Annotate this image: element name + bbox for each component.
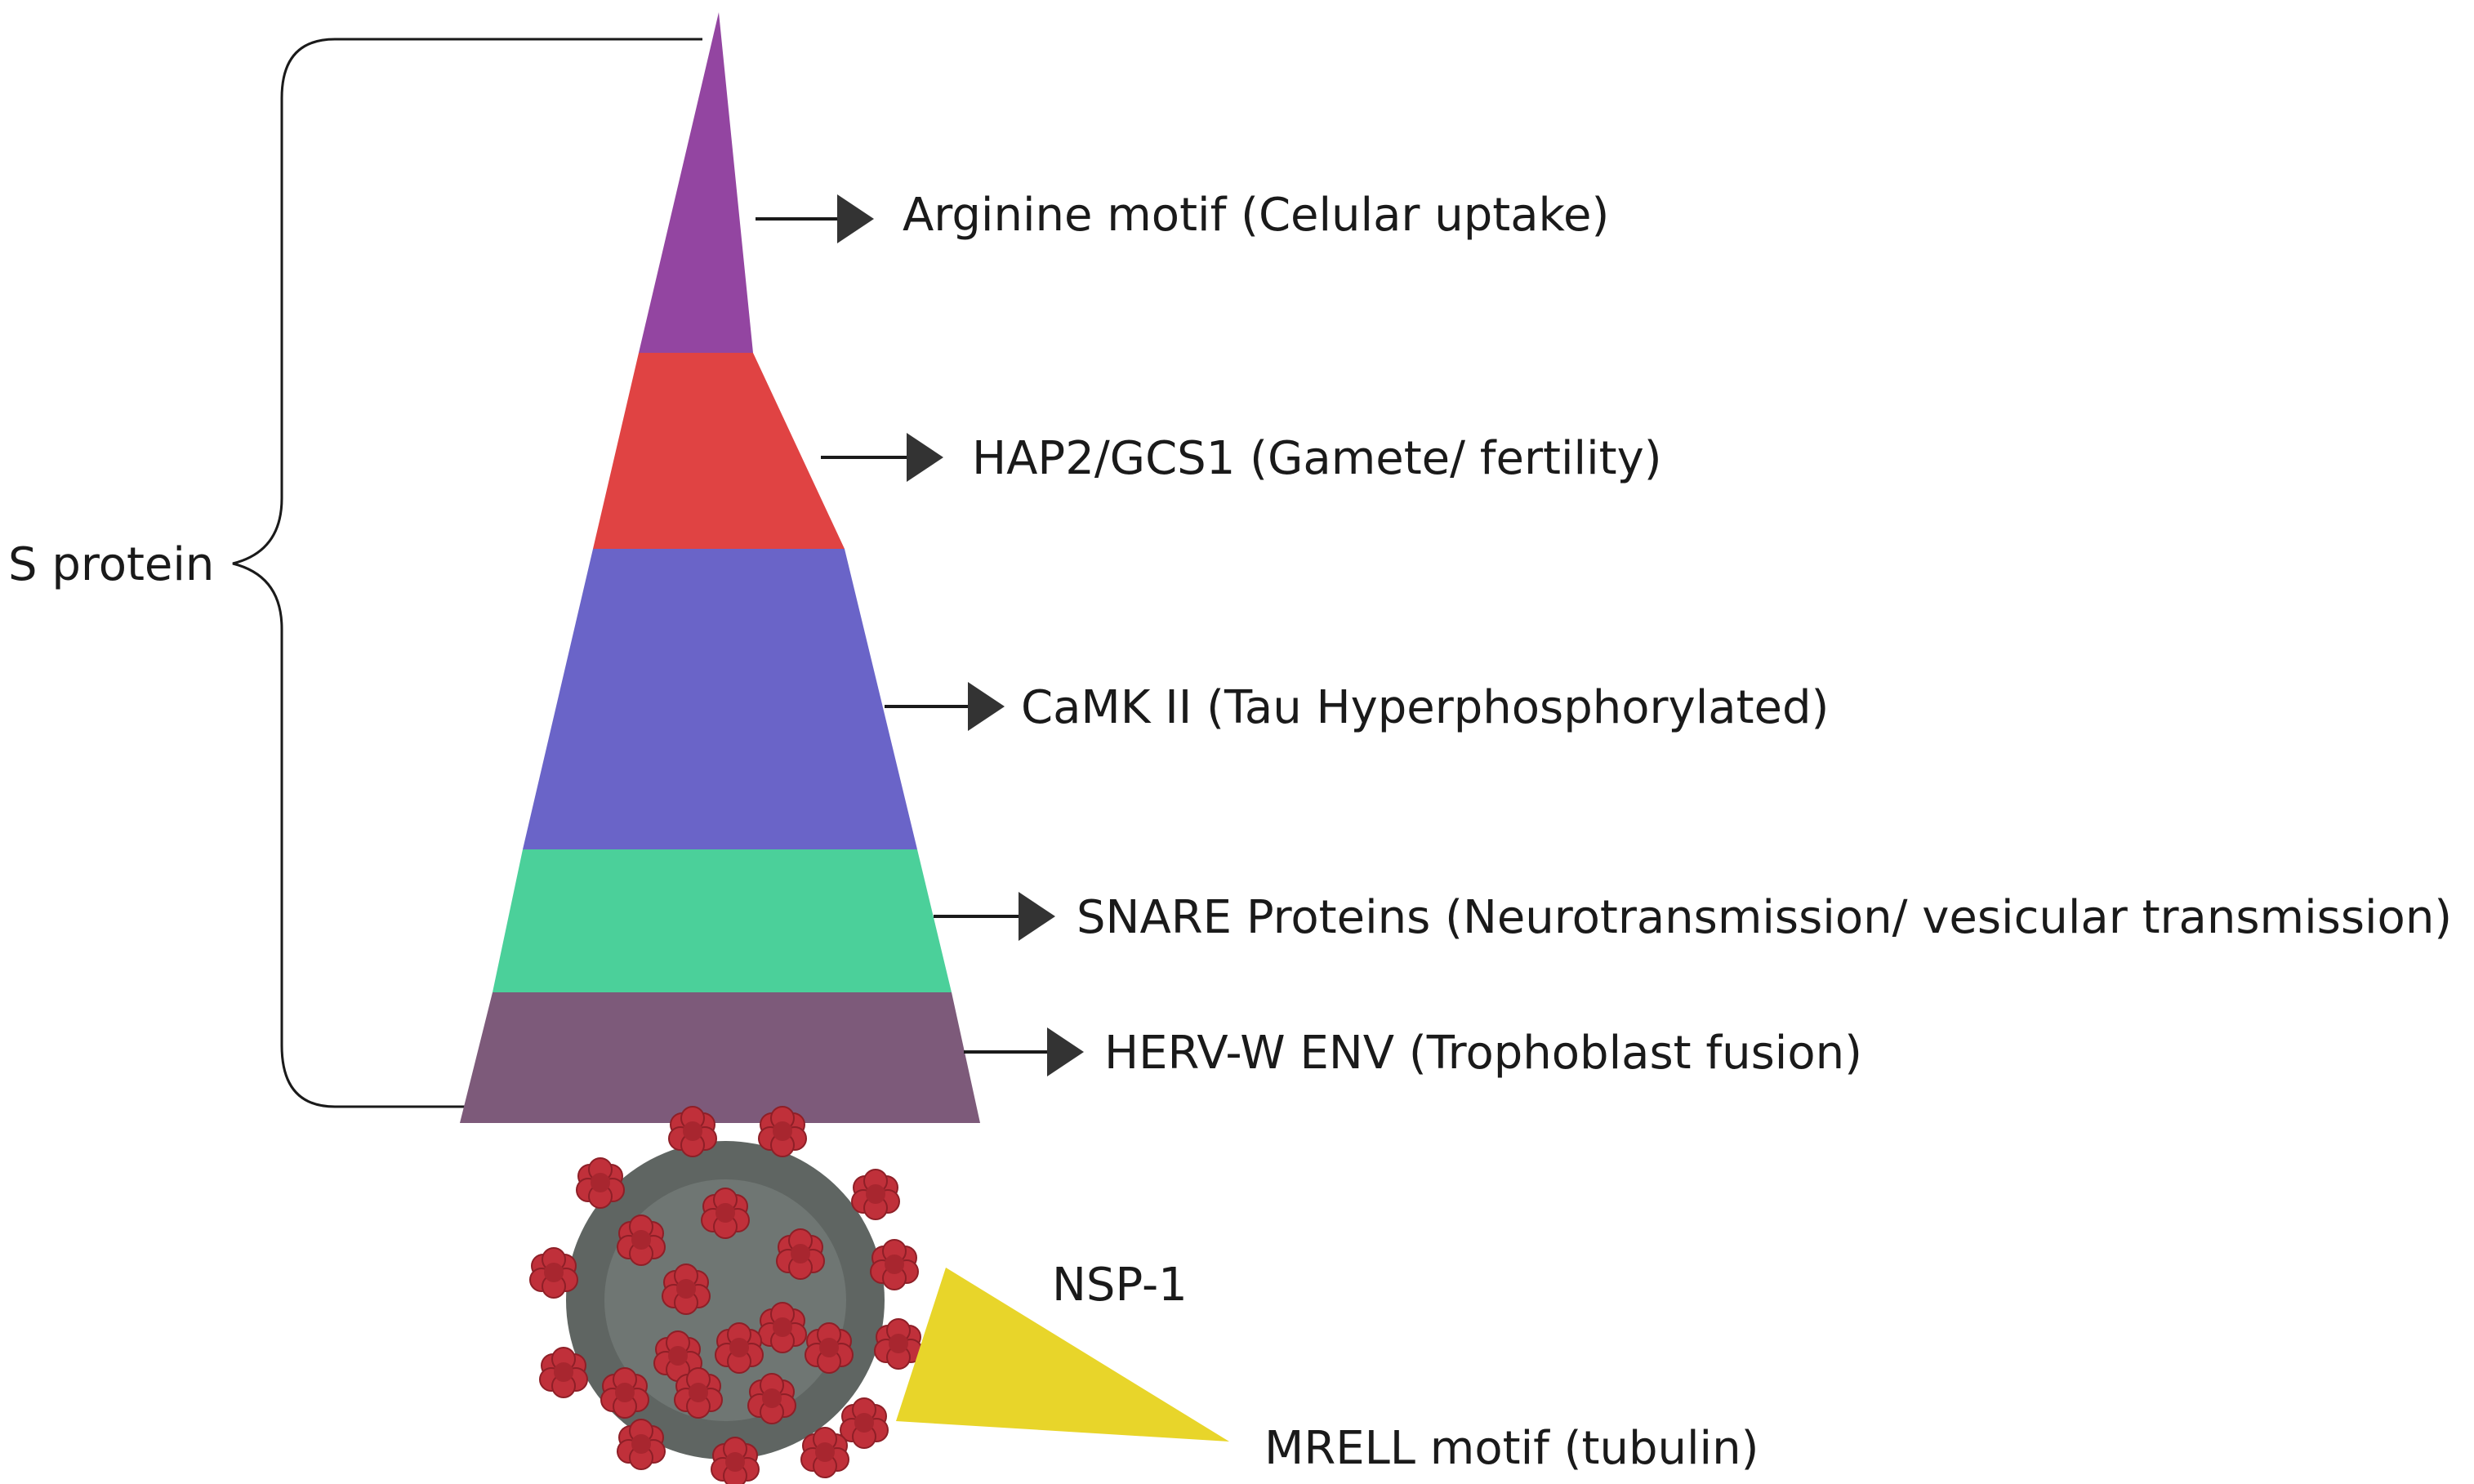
s-protein-cone (460, 12, 980, 1123)
arrow-head-snare (1019, 892, 1055, 941)
herv-w-env-segment (460, 992, 980, 1123)
label-herv-w-env: HERV-W ENV (Trophoblast fusion) (1104, 1027, 1862, 1080)
spike-protein (758, 1302, 807, 1353)
spike-protein (662, 1263, 711, 1315)
label-nsp1: NSP-1 (1052, 1259, 1188, 1312)
spike-protein (701, 1188, 750, 1239)
nsp1-wedge (896, 1268, 1229, 1442)
spike-protein (747, 1373, 796, 1424)
spike-protein (874, 1318, 923, 1370)
virus-spikes (529, 1106, 923, 1484)
spike-protein (776, 1228, 825, 1280)
arrow-head-herv (1047, 1027, 1084, 1076)
spike-protein (840, 1397, 889, 1449)
spike-protein (668, 1106, 717, 1157)
arginine-motif-segment (639, 12, 753, 353)
spike-protein (851, 1169, 900, 1220)
label-hap2-gcs1: HAP2/GCS1 (Gamete/ fertility) (972, 432, 1662, 485)
s-protein-brace (232, 38, 702, 1108)
spike-protein (617, 1419, 666, 1470)
spike-protein (600, 1367, 649, 1419)
spike-protein (576, 1157, 625, 1209)
spike-protein (711, 1437, 760, 1484)
label-snare-proteins: SNARE Proteins (Neurotransmission/ vesic… (1077, 891, 2452, 944)
label-mrell-motif: MRELL motif (tubulin) (1264, 1422, 1759, 1475)
s-protein-label: S protein (8, 538, 214, 591)
spike-protein (617, 1214, 666, 1266)
spike-protein (653, 1330, 702, 1382)
label-arginine-motif: Arginine motif (Celular uptake) (903, 189, 1609, 242)
camk-ii-segment (523, 549, 917, 849)
snare-proteins-segment (493, 849, 952, 992)
virus-particle (529, 1106, 923, 1484)
spike-protein (800, 1427, 849, 1478)
arrow-head-arginine (837, 194, 874, 243)
spike-protein (539, 1347, 588, 1398)
arrow-head-camk (968, 682, 1005, 731)
label-camk-ii: CaMK II (Tau Hyperphosphorylated) (1021, 681, 1829, 734)
spike-protein (529, 1247, 578, 1299)
annotation-arrows (756, 194, 1084, 1076)
arrow-head-hap2 (907, 433, 943, 482)
spike-protein (758, 1106, 807, 1157)
hap2-gcs1-segment (593, 353, 845, 549)
spike-protein (715, 1322, 764, 1374)
spike-protein (805, 1322, 854, 1374)
spike-protein (870, 1239, 919, 1290)
spike-protein (674, 1367, 723, 1419)
